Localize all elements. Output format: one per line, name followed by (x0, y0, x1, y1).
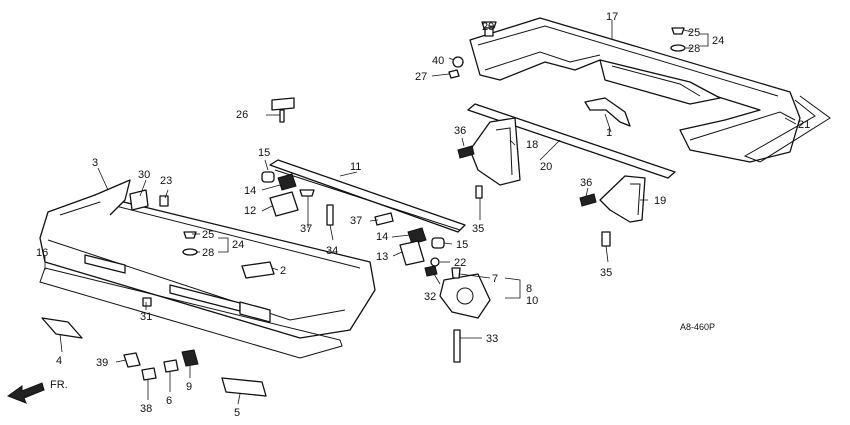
callout-17: 17 (606, 11, 618, 23)
callout-7: 7 (492, 273, 498, 285)
callout-34: 34 (326, 245, 338, 257)
callout-2: 2 (280, 265, 286, 277)
callout-15-left: 15 (258, 147, 270, 159)
callout-24-front: 24 (232, 239, 244, 251)
callout-32: 32 (424, 291, 436, 303)
callout-12: 12 (244, 205, 256, 217)
callout-14-left: 14 (244, 185, 256, 197)
callout-21: 21 (798, 119, 810, 131)
callout-36-rear-right: 36 (580, 177, 592, 189)
callout-labels: 17 29 40 27 25 28 24 1 21 20 18 36 35 19… (36, 11, 810, 419)
front-small-parts (41, 97, 295, 397)
callout-13: 13 (376, 251, 388, 263)
rear-bumper-face (469, 17, 801, 163)
callout-30: 30 (138, 169, 150, 181)
figure-code: A8-460P (680, 322, 715, 332)
callout-27: 27 (415, 71, 427, 83)
rear-molding (743, 95, 831, 163)
callout-29: 29 (482, 21, 494, 33)
callout-26: 26 (236, 109, 248, 121)
callout-23: 23 (160, 175, 172, 187)
callout-38: 38 (140, 403, 152, 415)
callout-24-rear: 24 (712, 35, 724, 47)
leader-lines (44, 20, 797, 405)
callout-22: 22 (454, 257, 466, 269)
rear-reinforcement (467, 103, 676, 179)
callout-5: 5 (234, 407, 240, 419)
callout-11: 11 (350, 161, 361, 173)
callout-25-front: 25 (202, 229, 214, 241)
rear-stay-left (457, 117, 521, 199)
callout-18: 18 (526, 139, 538, 151)
front-direction-label: FR. (50, 379, 68, 391)
callout-37-left: 37 (300, 223, 312, 235)
callout-4: 4 (56, 355, 62, 367)
callout-10: 10 (526, 295, 538, 307)
callout-6: 6 (166, 395, 172, 407)
rear-fasteners (448, 21, 686, 79)
callout-25-rear: 25 (688, 27, 700, 39)
callout-39: 39 (96, 357, 108, 369)
callout-28-rear: 28 (688, 43, 700, 55)
callout-35-rear-right: 35 (600, 267, 612, 279)
rear-stay-right (579, 175, 646, 247)
front-bumper-face (39, 179, 376, 339)
callout-40: 40 (432, 55, 444, 67)
callout-28-front: 28 (202, 247, 214, 259)
callout-16: 16 (36, 247, 48, 259)
front-spoiler (39, 267, 343, 359)
callout-9: 9 (186, 381, 192, 393)
callout-33: 33 (486, 333, 498, 345)
callout-1: 1 (606, 127, 612, 139)
front-absorbers (261, 171, 445, 277)
callout-36-rear-left: 36 (454, 125, 466, 137)
callout-15-right: 15 (456, 239, 468, 251)
callout-3: 3 (92, 157, 98, 169)
callout-35-rear-left: 35 (472, 223, 484, 235)
rear-bracket (584, 97, 631, 127)
callout-14-right: 14 (376, 231, 388, 243)
callout-8: 8 (526, 283, 532, 295)
callout-31: 31 (140, 311, 152, 323)
callout-37-right: 37 (350, 215, 362, 227)
callout-19: 19 (654, 195, 666, 207)
front-mount-bracket (439, 267, 491, 363)
front-direction-arrow: FR. (6, 379, 68, 404)
callout-20: 20 (540, 161, 552, 173)
front-reinforcement (269, 159, 466, 233)
